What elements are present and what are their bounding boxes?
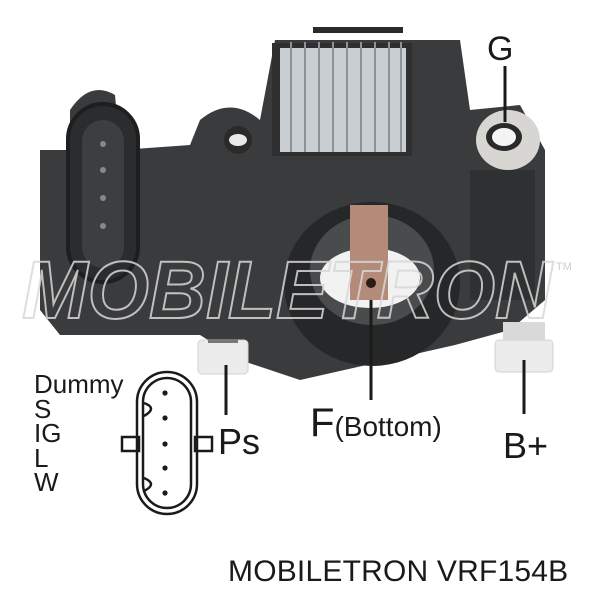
connector-pinout-diagram	[120, 370, 214, 516]
connector-pin-list: Dummy S IG L W	[34, 369, 124, 497]
pin-label-w: W	[34, 467, 59, 497]
pin-label-l: L	[34, 442, 49, 473]
pin-label-ig: IG	[34, 418, 62, 448]
product-caption: MOBILETRON VRF154B	[228, 555, 569, 588]
g-terminal-ring	[476, 110, 540, 170]
leader-lines	[224, 66, 526, 415]
heatsink	[272, 27, 412, 156]
watermark-tm: TM	[556, 261, 572, 273]
b-plus-terminal-tab	[494, 322, 554, 373]
terminal-label-f: F(Bottom)	[310, 403, 442, 443]
terminal-label-g: G	[487, 30, 514, 68]
terminal-label-b-plus: B+	[503, 425, 549, 466]
pin-label-dummy: Dummy	[34, 369, 124, 399]
connector-pin-dots	[162, 390, 168, 496]
pin-label-s: S	[34, 393, 52, 424]
watermark: MOBILETRON	[22, 245, 554, 336]
terminal-label-f-note: (Bottom)	[334, 411, 442, 442]
terminal-label-f-letter: F	[310, 401, 335, 445]
brush-holder	[284, 202, 460, 366]
terminal-label-ps: Ps	[218, 421, 261, 462]
regulator-housing	[40, 27, 554, 380]
ps-terminal-tab	[197, 339, 249, 375]
